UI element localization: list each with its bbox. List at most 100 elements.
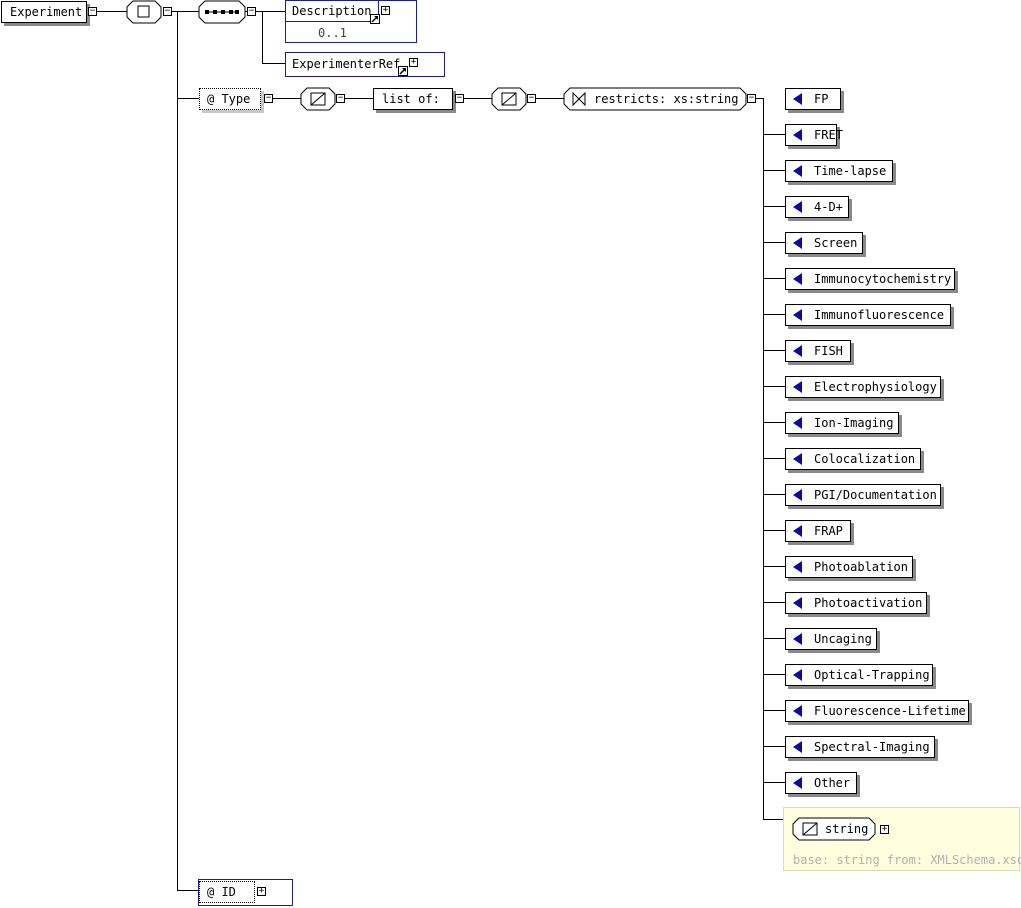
- connector: [270, 98, 302, 99]
- enumeration-item[interactable]: FRAP: [785, 520, 851, 542]
- enumeration-item[interactable]: Electrophysiology: [785, 376, 941, 398]
- enumeration-marker-icon: [793, 273, 802, 285]
- restriction-node[interactable]: [563, 87, 747, 111]
- enumeration-label: Screen: [814, 236, 858, 250]
- connector: [171, 11, 201, 12]
- expand-toggle[interactable]: +: [880, 824, 889, 834]
- collapse-toggle[interactable]: −: [88, 6, 97, 16]
- id-attribute[interactable]: @ ID +: [198, 879, 293, 906]
- enumeration-item[interactable]: FP: [785, 88, 841, 110]
- enumeration-label: Optical-Trapping: [814, 668, 930, 682]
- connector: [763, 458, 785, 459]
- collapse-toggle[interactable]: −: [336, 93, 345, 103]
- experiment-element[interactable]: Experiment: [1, 1, 87, 23]
- enumeration-item[interactable]: Optical-Trapping: [785, 664, 933, 686]
- id-attribute-box: @ ID: [199, 881, 255, 903]
- enumeration-marker-icon: [793, 417, 802, 429]
- enumeration-item[interactable]: Photoablation: [785, 556, 913, 578]
- sequence-icon[interactable]: [198, 0, 246, 24]
- expand-toggle[interactable]: +: [381, 5, 390, 15]
- enumeration-marker-icon: [793, 489, 802, 501]
- experimenterref-element[interactable]: ExperimenterRef +: [285, 52, 445, 77]
- collapse-toggle[interactable]: −: [163, 6, 172, 16]
- enumeration-item[interactable]: Fluorescence-Lifetime: [785, 700, 969, 722]
- collapse-toggle[interactable]: −: [264, 93, 273, 103]
- enumeration-marker-icon: [793, 201, 802, 213]
- enumeration-item[interactable]: Immunofluorescence: [785, 304, 951, 326]
- enumeration-item[interactable]: Immunocytochemistry: [785, 268, 955, 290]
- collapse-toggle[interactable]: −: [455, 93, 464, 103]
- enumeration-marker-icon: [793, 525, 802, 537]
- occurrence-label: 0..1: [318, 26, 347, 40]
- connector: [763, 422, 785, 423]
- enumeration-label: Time-lapse: [814, 164, 887, 178]
- collapse-toggle[interactable]: −: [527, 93, 536, 103]
- enumeration-label: Photoactivation: [814, 596, 923, 610]
- connector: [96, 11, 128, 12]
- enumeration-label: Ion-Imaging: [814, 416, 894, 430]
- connector: [763, 819, 785, 820]
- connector: [763, 494, 785, 495]
- list-node[interactable]: list of:: [373, 88, 453, 110]
- enumeration-marker-icon: [793, 561, 802, 573]
- enumeration-item[interactable]: FISH: [785, 340, 851, 362]
- enumeration-item[interactable]: Spectral-Imaging: [785, 736, 935, 758]
- connector: [763, 782, 785, 783]
- enumeration-label: Uncaging: [814, 632, 872, 646]
- enumeration-marker-icon: [793, 381, 802, 393]
- collapse-toggle[interactable]: −: [747, 93, 756, 103]
- enumeration-item[interactable]: Screen: [785, 232, 863, 254]
- enumeration-marker-icon: [793, 309, 802, 321]
- simple-type-icon[interactable]: [300, 87, 336, 111]
- enumeration-item[interactable]: Ion-Imaging: [785, 412, 899, 434]
- connector: [763, 206, 785, 207]
- enumeration-marker-icon: [793, 165, 802, 177]
- enumeration-item[interactable]: PGI/Documentation: [785, 484, 941, 506]
- connector: [763, 170, 785, 171]
- connector: [763, 566, 785, 567]
- enumeration-marker-icon: [793, 237, 802, 249]
- experiment-label: Experiment: [10, 5, 83, 19]
- enumeration-marker-icon: [793, 597, 802, 609]
- connector: [752, 98, 764, 99]
- compositor-icon[interactable]: [126, 0, 162, 24]
- enumeration-marker-icon: [793, 453, 802, 465]
- enumeration-label: Other: [814, 776, 851, 790]
- connector: [177, 98, 199, 99]
- enumeration-item[interactable]: FRET: [785, 124, 843, 146]
- simple-type-icon[interactable]: [792, 817, 876, 841]
- enumeration-item[interactable]: Time-lapse: [785, 160, 893, 182]
- enumeration-item[interactable]: Photoactivation: [785, 592, 927, 614]
- expand-toggle[interactable]: +: [409, 57, 418, 67]
- enumeration-marker-icon: [793, 741, 802, 753]
- base-type-panel: string + base: string from: XMLSchema.xs…: [783, 807, 1021, 871]
- simple-type-icon[interactable]: [491, 87, 527, 111]
- enumeration-marker-icon: [793, 705, 802, 717]
- expand-toggle[interactable]: +: [257, 886, 266, 896]
- enumeration-item[interactable]: Other: [785, 772, 857, 794]
- connector: [262, 63, 285, 64]
- id-attribute-label: @ ID: [207, 885, 236, 899]
- enumeration-item[interactable]: Uncaging: [785, 628, 877, 650]
- enumeration-label: Fluorescence-Lifetime: [814, 704, 966, 718]
- collapse-toggle[interactable]: −: [247, 6, 256, 16]
- description-element[interactable]: Description + 0..1: [285, 0, 417, 43]
- enumeration-label: PGI/Documentation: [814, 488, 937, 502]
- enumeration-item[interactable]: Colocalization: [785, 448, 921, 470]
- enumeration-label: FISH: [814, 344, 843, 358]
- connector: [763, 638, 785, 639]
- reference-arrow-icon: [370, 14, 380, 24]
- connector: [763, 530, 785, 531]
- type-attribute[interactable]: @ Type: [199, 88, 261, 110]
- description-title: Description: [285, 0, 379, 22]
- enumeration-item[interactable]: 4-D+: [785, 196, 849, 218]
- enumeration-label: FRET: [814, 128, 843, 142]
- connector: [342, 98, 373, 99]
- enumeration-label: Spectral-Imaging: [814, 740, 930, 754]
- enumeration-marker-icon: [793, 345, 802, 357]
- connector: [461, 98, 493, 99]
- enumeration-label: FP: [814, 92, 829, 106]
- enumeration-marker-icon: [793, 633, 802, 645]
- connector: [177, 890, 199, 891]
- enumeration-marker-icon: [793, 777, 802, 789]
